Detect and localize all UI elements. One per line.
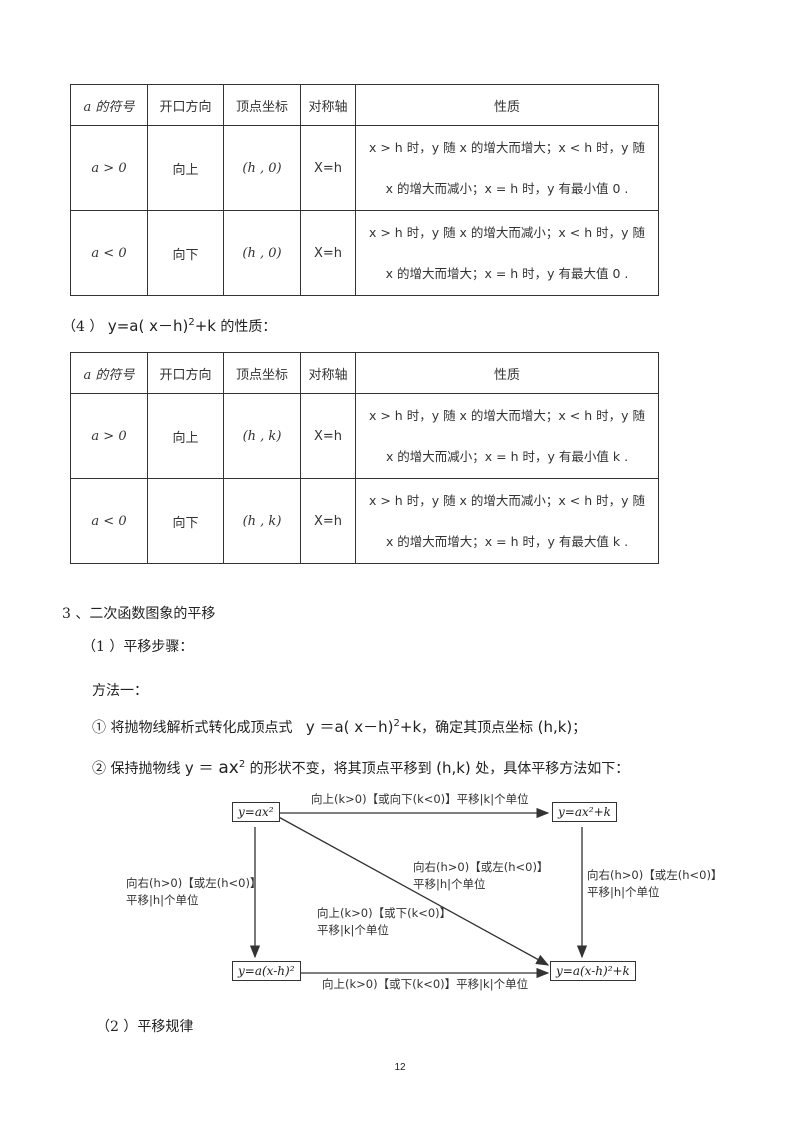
arrow-diagonal [274, 814, 550, 966]
cell-properties: x > h 时，y 随 x 的增大而增大；x < h 时，y 随 x 的增大而减… [355, 393, 659, 479]
table-row: a < 0 向下 (h , k) X=h x > h 时，y 随 x 的增大而减… [70, 478, 659, 564]
label-right-arrow: 向右(h>0)【或左(h<0)】 平移|h|个单位 [587, 868, 723, 899]
header-axis: 对称轴 [300, 84, 356, 126]
cell-axis: X=h [300, 210, 356, 296]
standard-parabola-formula: y ＝ ax2 [184, 758, 246, 778]
label-diagonal-lower: 向上(k>0)【或下(k<0)】 平移|k|个单位 [317, 906, 452, 937]
box-vertex-form: y=a(x-h)²+k [550, 961, 636, 981]
cell-direction: 向下 [147, 210, 224, 296]
box-horizontal-shift: y=a(x-h)² [232, 961, 301, 981]
table-row: a > 0 向上 (h , 0) X=h x > h 时，y 随 x 的增大而增… [70, 125, 659, 211]
step-2-heading: （2 ）平移规律 [96, 1019, 194, 1035]
step-1-heading: （1 ）平移步骤： [82, 639, 194, 655]
cell-axis: X=h [300, 478, 356, 564]
property-line: x > h 时，y 随 x 的增大而减小；x < h 时，y 随 [368, 493, 645, 508]
header-properties: 性质 [355, 352, 659, 394]
header-properties: 性质 [355, 84, 659, 126]
cell-direction: 向上 [147, 393, 224, 479]
property-line: x 的增大而增大；x = h 时，y 有最大值 0 . [385, 266, 629, 281]
header-vertex: 顶点坐标 [223, 352, 301, 394]
label-diagonal-upper: 向右(h>0)【或左(h<0)】 平移|h|个单位 [413, 860, 549, 891]
header-direction: 开口方向 [147, 84, 224, 126]
label-top-arrow: 向上(k>0)【或向下(k<0)】平移|k|个单位 [311, 792, 529, 806]
section-3-heading: 3 、二次函数图象的平移 [62, 606, 216, 622]
cell-direction: 向下 [147, 478, 224, 564]
header-direction: 开口方向 [147, 352, 224, 394]
cell-properties: x > h 时，y 随 x 的增大而增大；x < h 时，y 随 x 的增大而减… [355, 125, 659, 211]
page-number: 12 [394, 1062, 406, 1073]
section-4-heading: （4 ） y=a( x－h)2+k 的性质： [62, 317, 277, 335]
property-line: x 的增大而增大；x = h 时，y 有最大值 k . [385, 534, 629, 549]
cell-vertex: (h , k) [223, 478, 301, 564]
box-standard-form: y=ax² [232, 802, 280, 822]
table-header-row: a 的符号 开口方向 顶点坐标 对称轴 性质 [70, 352, 659, 394]
property-line: x > h 时，y 随 x 的增大而减小；x < h 时，y 随 [368, 225, 645, 240]
vertex-form-formula: y ＝a( x－h)2+k [305, 718, 422, 736]
table-row: a < 0 向下 (h , 0) X=h x > h 时，y 随 x 的增大而减… [70, 210, 659, 296]
cell-vertex: (h , 0) [223, 125, 301, 211]
header-axis: 对称轴 [300, 352, 356, 394]
label-left-arrow: 向右(h>0)【或左(h<0)】 平移|h|个单位 [126, 876, 262, 907]
cell-axis: X=h [300, 393, 356, 479]
translation-diagram: y=ax² y=ax²+k y=a(x-h)² y=a(x-h)²+k 向上(k… [100, 785, 723, 1000]
header-sign: a 的符号 [70, 352, 148, 394]
properties-table-vertex-hk: a 的符号 开口方向 顶点坐标 对称轴 性质 a > 0 向上 (h , k) … [70, 352, 659, 564]
header-sign: a 的符号 [70, 84, 148, 126]
step-b-text: ② 保持抛物线 y ＝ ax2 的形状不变，将其顶点平移到 (h,k) 处，具体… [92, 758, 630, 778]
header-vertex: 顶点坐标 [223, 84, 301, 126]
method-one-label: 方法一： [92, 683, 148, 699]
box-vertical-shift: y=ax²+k [552, 802, 617, 822]
cell-sign: a > 0 [70, 125, 148, 211]
diagram-arrows [249, 807, 588, 979]
cell-sign: a < 0 [70, 478, 148, 564]
label-bottom-arrow: 向上(k>0)【或下(k<0)】平移|k|个单位 [322, 977, 529, 991]
property-line: x 的增大而减小；x = h 时，y 有最小值 k . [385, 449, 629, 464]
cell-vertex: (h , k) [223, 393, 301, 479]
vertex-form-formula: y=a( x－h)2+k [107, 317, 216, 335]
property-line: x 的增大而减小；x = h 时，y 有最小值 0 . [385, 181, 629, 196]
table-row: a > 0 向上 (h , k) X=h x > h 时，y 随 x 的增大而增… [70, 393, 659, 479]
table-header-row: a 的符号 开口方向 顶点坐标 对称轴 性质 [70, 84, 659, 126]
cell-sign: a > 0 [70, 393, 148, 479]
cell-properties: x > h 时，y 随 x 的增大而减小；x < h 时，y 随 x 的增大而增… [355, 210, 659, 296]
cell-sign: a < 0 [70, 210, 148, 296]
cell-axis: X=h [300, 125, 356, 211]
property-line: x > h 时，y 随 x 的增大而增大；x < h 时，y 随 [368, 140, 645, 155]
step-a-text: ① 将抛物线解析式转化成顶点式 y ＝a( x－h)2+k，确定其顶点坐标 (h… [92, 718, 587, 736]
properties-table-vertex-h0: a 的符号 开口方向 顶点坐标 对称轴 性质 a > 0 向上 (h , 0) … [70, 84, 659, 296]
property-line: x > h 时，y 随 x 的增大而增大；x < h 时，y 随 [368, 408, 645, 423]
cell-vertex: (h , 0) [223, 210, 301, 296]
cell-properties: x > h 时，y 随 x 的增大而减小；x < h 时，y 随 x 的增大而增… [355, 478, 659, 564]
cell-direction: 向上 [147, 125, 224, 211]
